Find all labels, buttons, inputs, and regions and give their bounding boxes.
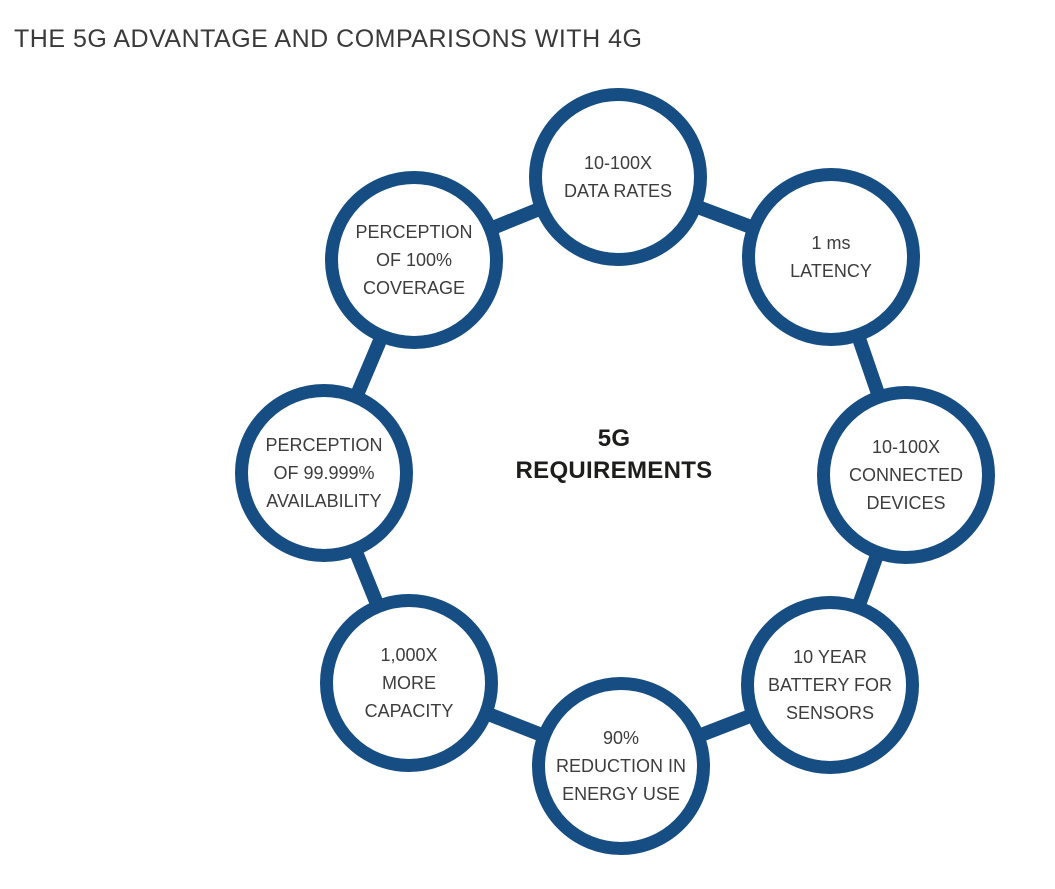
node-circle-battery-sensors: [741, 596, 919, 774]
node-label-energy-reduction: 90% REDUCTION IN ENERGY USE: [556, 728, 686, 804]
node-circle-more-capacity: [320, 594, 498, 772]
node-label-battery-sensors: 10 YEAR BATTERY FOR SENSORS: [767, 647, 893, 723]
node-circle-data-rates: [529, 88, 707, 266]
diagram-center-title: 5G REQUIREMENTS: [515, 425, 713, 484]
node-label-more-capacity: 1,000X MORE CAPACITY: [364, 645, 454, 721]
node-label-coverage: PERCEPTION OF 100% COVERAGE: [355, 222, 473, 298]
page-title: THE 5G ADVANTAGE AND COMPARISONS WITH 4G: [14, 24, 643, 53]
node-label-latency: 1 ms LATENCY: [790, 233, 872, 281]
node-circle-energy-reduction: [532, 677, 710, 855]
node-circle-coverage: [325, 171, 503, 349]
node-circle-availability: [235, 384, 413, 562]
node-label-availability: PERCEPTION OF 99.999% AVAILABILITY: [265, 435, 383, 511]
node-circle-latency: [742, 168, 920, 346]
node-circle-connected-devices: [817, 386, 995, 564]
node-label-data-rates: 10-100X DATA RATES: [563, 153, 673, 201]
node-label-connected-devices: 10-100X CONNECTED DEVICES: [848, 437, 963, 513]
